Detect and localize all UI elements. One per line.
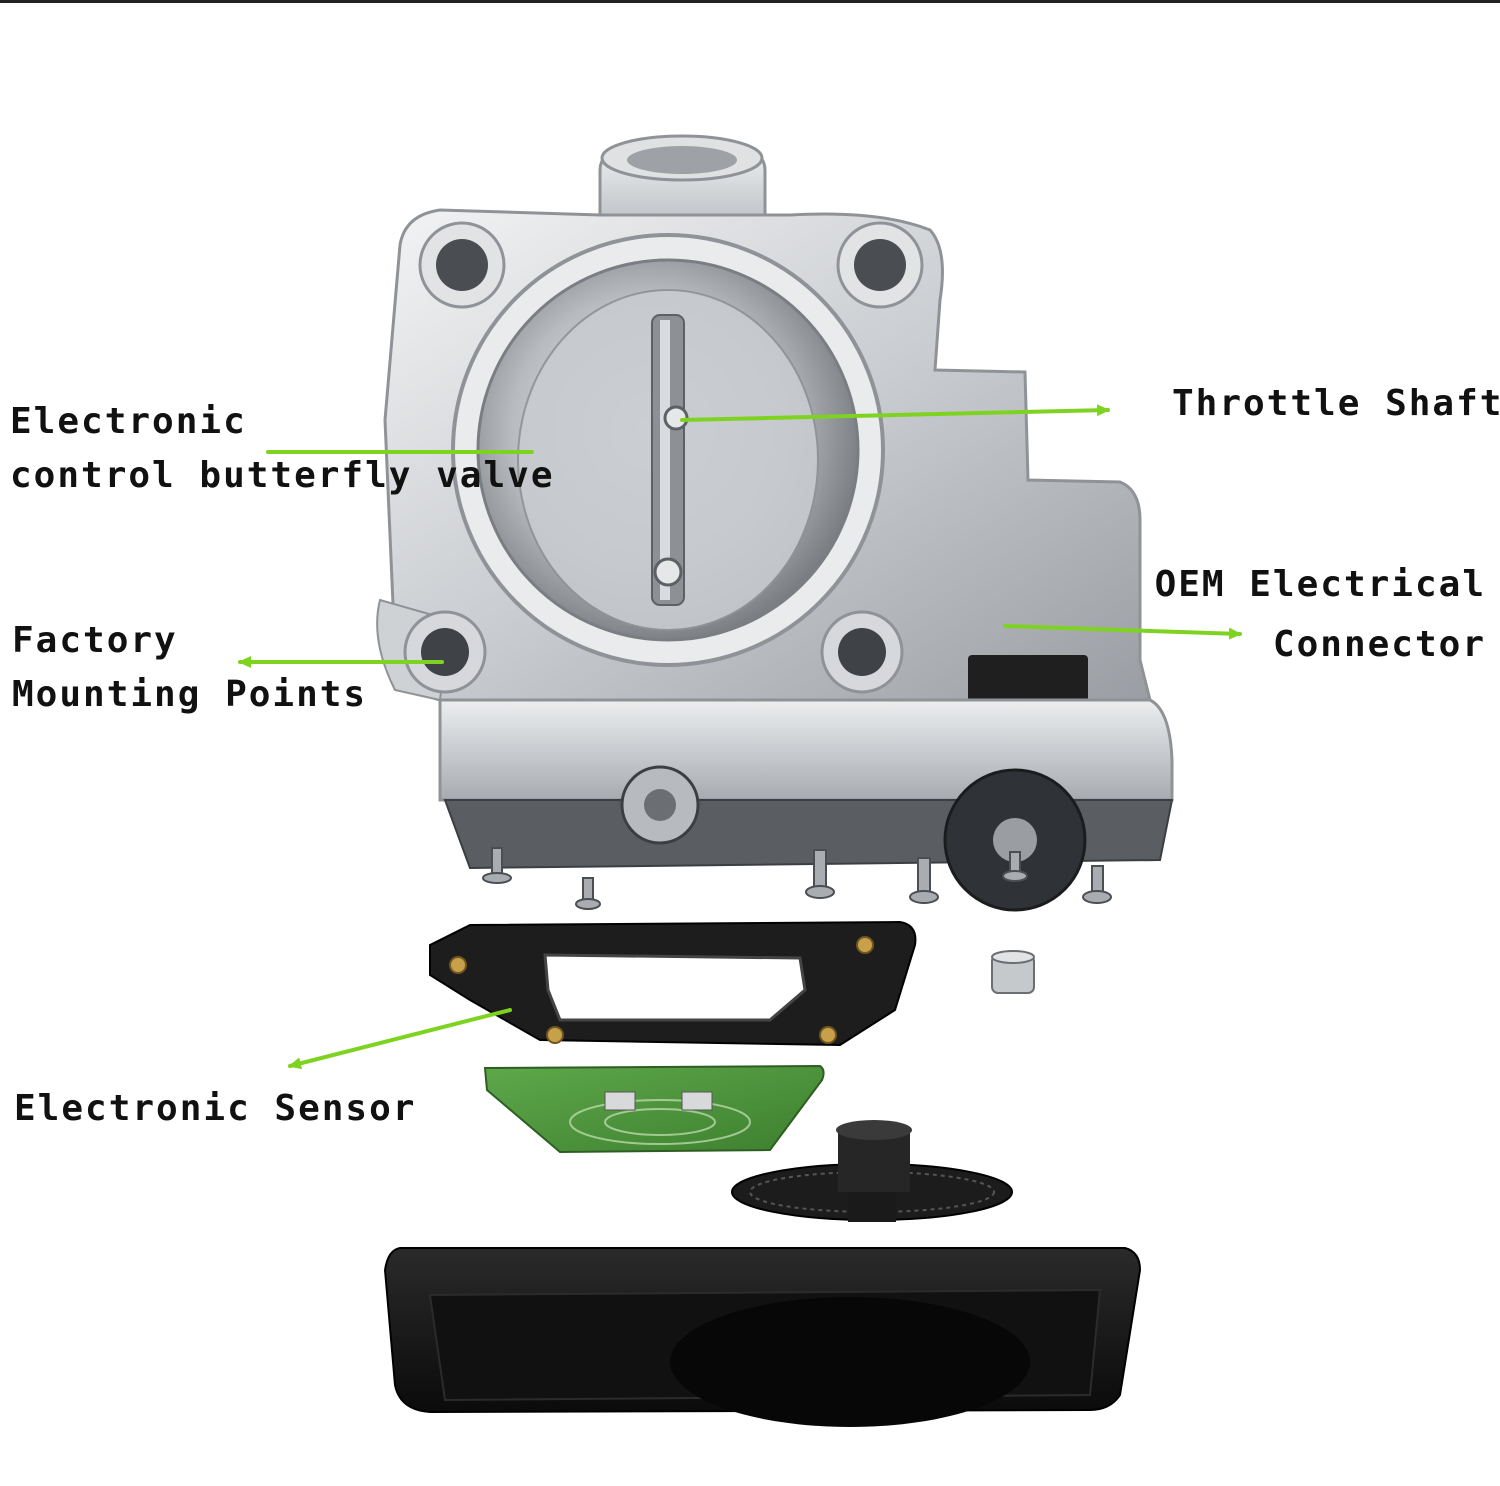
label-line: control butterfly valve	[10, 449, 555, 503]
label-throttle-shaft: Throttle Shaft	[1172, 377, 1500, 431]
label-line: OEM Electrical	[1155, 558, 1486, 612]
actuator-cover	[385, 1248, 1140, 1427]
label-line: Factory	[12, 614, 367, 668]
mounting-hole-top-left	[420, 223, 504, 307]
label-mounting-points: Factory Mounting Points	[12, 614, 367, 722]
label-line: Electronic	[10, 395, 555, 449]
label-line: Throttle Shaft	[1172, 377, 1500, 431]
electronic-sensor-pcb	[485, 1066, 824, 1152]
mounting-hole-bottom-right	[822, 612, 902, 692]
throttle-body	[377, 136, 1172, 910]
gasket	[430, 922, 915, 1045]
label-butterfly-valve: Electronic control butterfly valve	[10, 395, 555, 503]
label-line: Mounting Points	[12, 668, 367, 722]
mounting-hole-top-right	[838, 223, 922, 307]
label-line: Electronic Sensor	[14, 1082, 416, 1136]
label-oem-connector: OEM Electrical Connector	[1155, 558, 1486, 672]
mounting-hole-bottom-left	[405, 612, 485, 692]
label-electronic-sensor: Electronic Sensor	[14, 1082, 416, 1136]
label-line: Connector	[1155, 618, 1486, 672]
oem-connector-part	[968, 655, 1088, 705]
bushing	[992, 951, 1034, 993]
arrow-electronic-sensor	[290, 1010, 510, 1066]
